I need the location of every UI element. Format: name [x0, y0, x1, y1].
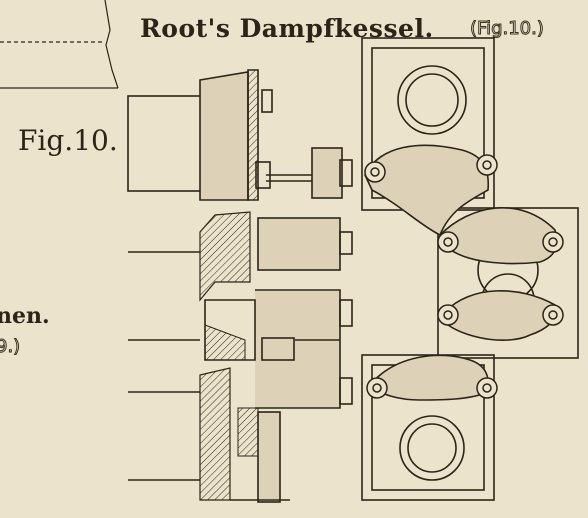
header-top	[361, 37, 495, 211]
upper-box	[127, 69, 273, 201]
plate-title-figure-ref: (Fig.10.)	[470, 18, 545, 40]
plate-title: Root's Dampfkessel.	[140, 14, 434, 43]
upper-bolt	[266, 147, 353, 199]
center-block	[204, 289, 353, 409]
lower-tube	[128, 367, 290, 503]
middle-tube	[128, 211, 353, 341]
left-text-fragment: nen.	[0, 303, 50, 329]
left-text-fragment-ref: 9.)	[0, 336, 21, 358]
bolt-heads	[364, 154, 564, 399]
figure-label: Fig.10.	[18, 124, 118, 157]
frame-fragment	[0, 0, 119, 89]
yoke-lower	[368, 290, 557, 401]
yoke-upper	[364, 144, 558, 265]
